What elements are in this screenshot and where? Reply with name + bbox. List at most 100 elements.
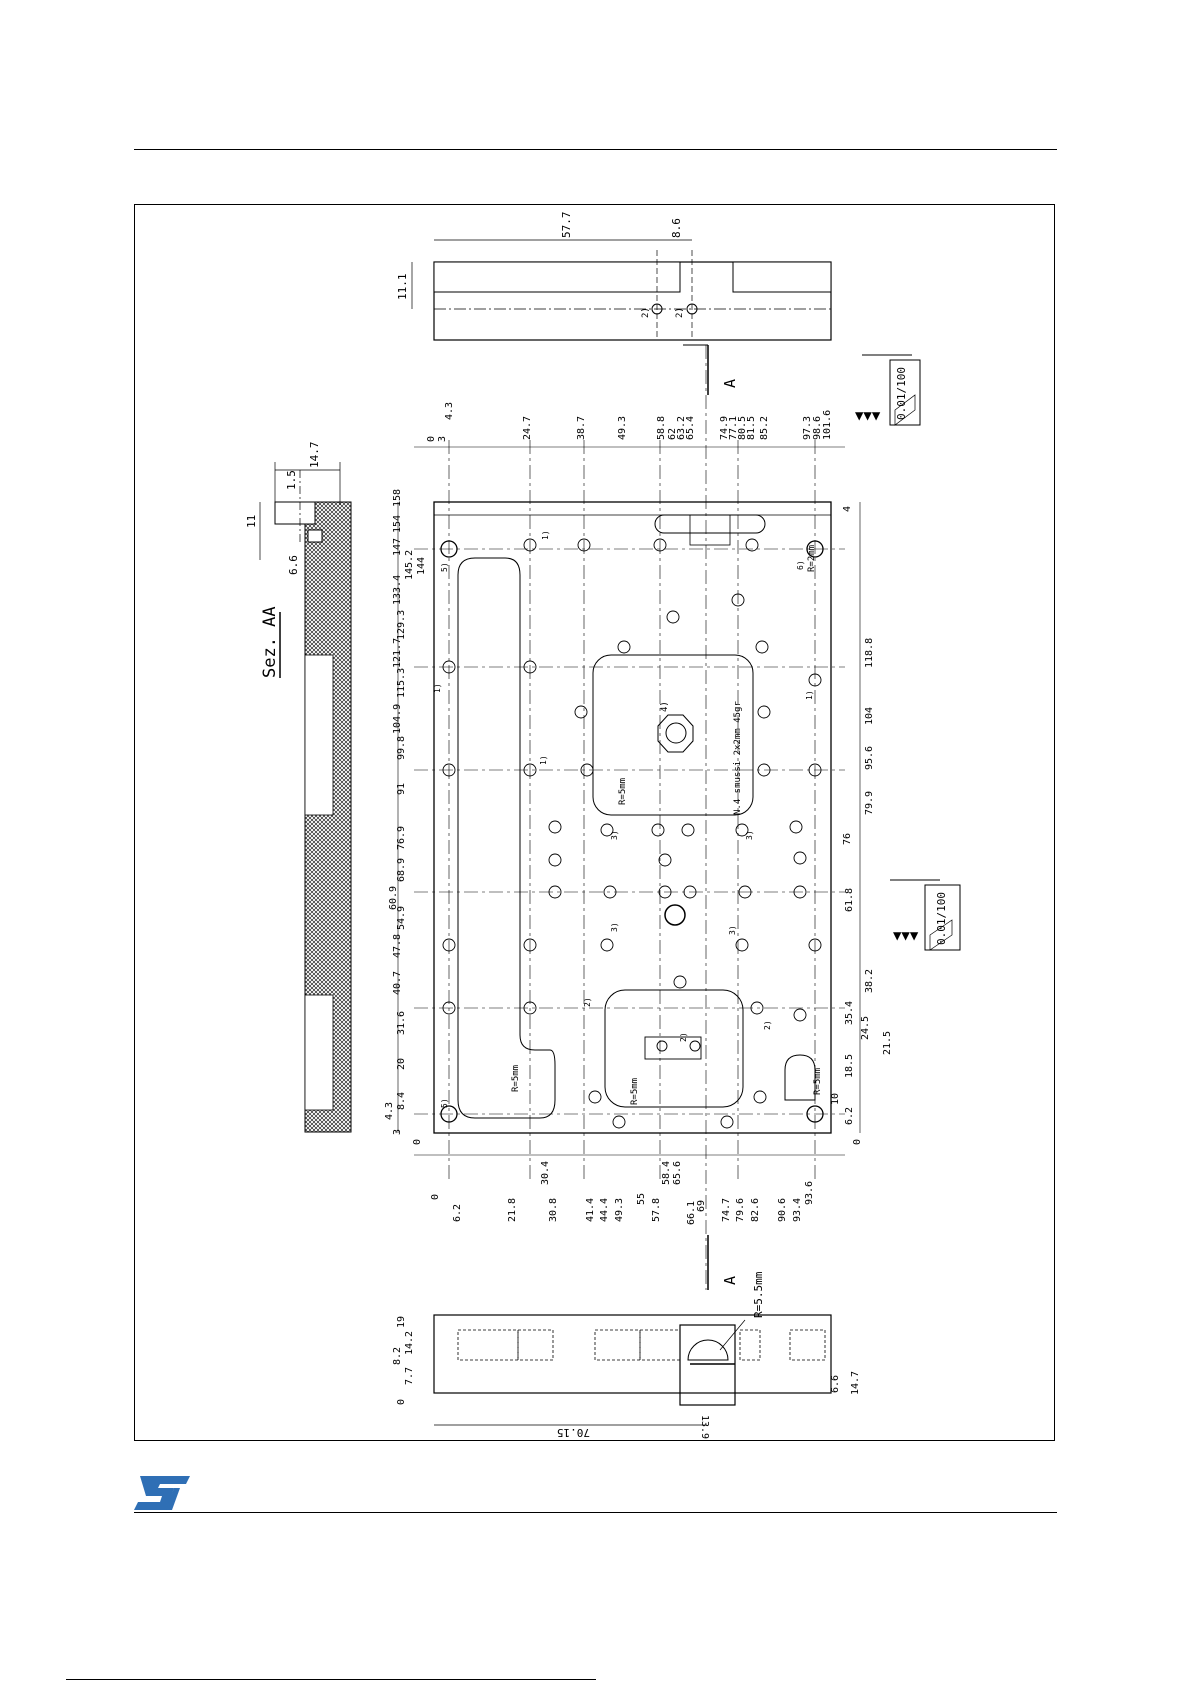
hole-label-2: 2) bbox=[583, 997, 592, 1007]
left-dim: 60.9 bbox=[388, 886, 399, 910]
right-dim: 79.9 bbox=[864, 791, 875, 815]
hole-label-2: 2) bbox=[763, 1020, 772, 1030]
dim-end-groove: 13.9 bbox=[699, 1415, 710, 1439]
radius-corner-label: R=2mm bbox=[807, 545, 817, 572]
plate-outline bbox=[433, 501, 832, 1134]
right-dim: 76 bbox=[842, 833, 853, 845]
right-dim: 104 bbox=[864, 707, 875, 725]
dim-end-length: 70.15 bbox=[557, 1426, 590, 1439]
dim-end-h4: 7.7 bbox=[404, 1367, 415, 1385]
right-dim: 18.5 bbox=[844, 1054, 855, 1078]
right-dim: 0 bbox=[852, 1139, 863, 1145]
left-dim: 121.7 bbox=[392, 638, 403, 668]
bottom-ordinate-dims: 0 6.2 21.8 30.4 30.8 41.4 44.4 49.3 55 5… bbox=[414, 1154, 845, 1225]
center-pocket bbox=[592, 654, 754, 816]
dim-end-h3: 8.2 bbox=[392, 1347, 403, 1365]
left-dim: 8.4 bbox=[396, 1092, 407, 1110]
top-dim: 74.9 bbox=[719, 416, 730, 440]
top-dim: 97.3 bbox=[802, 416, 813, 440]
hole-label-3: 3) bbox=[745, 830, 754, 840]
hole-label-1: 1) bbox=[541, 530, 550, 540]
dim-end-h2: 14.2 bbox=[404, 1331, 415, 1355]
dim-end-height: 19 bbox=[396, 1316, 407, 1328]
right-dim: 10 bbox=[830, 1093, 841, 1105]
top-dim: 0 bbox=[426, 436, 437, 442]
left-dim: 154 bbox=[392, 515, 403, 533]
section-markers: A A bbox=[683, 344, 739, 1290]
hole-label-1: 1) bbox=[805, 690, 814, 700]
bottom-dim: 93.6 bbox=[804, 1181, 815, 1205]
dim-section-step: 1.5 bbox=[285, 470, 298, 490]
bottom-dim: 79.6 bbox=[735, 1198, 746, 1222]
right-dim: 118.8 bbox=[864, 638, 875, 668]
left-dim: 54.9 bbox=[396, 906, 407, 930]
top-dim: 49.3 bbox=[617, 416, 628, 440]
bottom-dim: 49.3 bbox=[614, 1198, 625, 1222]
bottom-dim: 69 bbox=[696, 1200, 707, 1212]
right-dim: 21.5 bbox=[882, 1031, 893, 1055]
hole-label-1: 1) bbox=[539, 755, 548, 765]
right-dim: 24.5 bbox=[860, 1016, 871, 1040]
hole-label-5: 5) bbox=[440, 562, 449, 572]
top-dim: 63.2 bbox=[676, 416, 687, 440]
bottom-dim: 41.4 bbox=[585, 1198, 596, 1222]
left-dim: 4.3 bbox=[384, 1102, 395, 1120]
bottom-dim: 66.1 bbox=[686, 1201, 697, 1225]
bottom-dim: 74.7 bbox=[721, 1198, 732, 1222]
hole-label-3: 3) bbox=[610, 922, 619, 932]
left-dim: 104.9 bbox=[392, 704, 403, 734]
section-marker-bottom: A bbox=[721, 1276, 739, 1285]
end-view-bottom: R=5.5mm 70.15 19 14.2 8.2 7.7 0 14.7 6.6… bbox=[392, 1271, 861, 1439]
right-dim: 4 bbox=[842, 506, 853, 512]
left-dim: 147 bbox=[392, 538, 403, 556]
right-dim: 6.2 bbox=[844, 1107, 855, 1125]
top-dim: 65.4 bbox=[685, 416, 696, 440]
dim-side-length: 57.7 bbox=[560, 212, 573, 239]
right-ordinate-dims: 4 118.8 104 95.6 79.9 76 61.8 38.2 35.4 … bbox=[830, 502, 893, 1145]
dim-section-height: 11 bbox=[245, 515, 258, 528]
flatness-symbol-2: ▼▼▼ 0.01/100 bbox=[890, 879, 961, 951]
top-dim: 4.3 bbox=[444, 402, 455, 420]
svg-text:▼▼▼: ▼▼▼ bbox=[893, 928, 919, 944]
radius-groove-label: R=5.5mm bbox=[752, 1271, 765, 1318]
flatness-value-2: 0.01/100 bbox=[935, 892, 948, 945]
right-dim: 38.2 bbox=[864, 969, 875, 993]
right-dim: 95.6 bbox=[864, 746, 875, 770]
left-dim: 40.7 bbox=[392, 971, 403, 995]
header-rule bbox=[134, 149, 1057, 150]
dim-side-slot: 8.6 bbox=[670, 218, 683, 238]
top-dim: 98.6 bbox=[812, 416, 823, 440]
hole-label-2: 2) bbox=[679, 1032, 688, 1042]
left-dim: 68.9 bbox=[396, 858, 407, 882]
lower-pocket bbox=[604, 989, 744, 1108]
left-dim: 47.8 bbox=[392, 934, 403, 958]
drawing-frame bbox=[134, 204, 1055, 1441]
holes bbox=[440, 538, 824, 1129]
top-dim: 85.2 bbox=[759, 416, 770, 440]
bottom-dim: 65.6 bbox=[672, 1161, 683, 1185]
left-dim: 144 bbox=[416, 557, 427, 575]
top-ordinate-dims: 0 3 4.3 24.7 38.7 49.3 58.8 62 63.2 65.4… bbox=[414, 402, 845, 448]
bottom-dim: 0 bbox=[430, 1194, 441, 1200]
dim-end-width: 14.7 bbox=[850, 1371, 861, 1395]
bottom-dim: 6.2 bbox=[452, 1204, 463, 1222]
top-dim: 81.5 bbox=[746, 416, 757, 440]
top-dim: 3 bbox=[437, 436, 448, 442]
left-ordinate-dims: 158 154 147 145.2 144 133.4 129.3 121.7 … bbox=[384, 489, 427, 1145]
top-dim: 38.7 bbox=[576, 416, 587, 440]
right-dim: 61.8 bbox=[844, 888, 855, 912]
top-dim: 101.6 bbox=[822, 410, 833, 440]
footer-rule bbox=[134, 1512, 1057, 1513]
dim-section-depth: 6.6 bbox=[287, 555, 300, 575]
left-dim: 76.9 bbox=[396, 826, 407, 850]
hole-label-3: 3) bbox=[610, 830, 619, 840]
hole-label-4: 4) bbox=[660, 701, 670, 712]
center-hole-octagon bbox=[657, 714, 694, 753]
svg-text:▼▼▼: ▼▼▼ bbox=[855, 408, 881, 424]
left-dim: 129.3 bbox=[396, 610, 407, 640]
left-dim: 0 bbox=[412, 1139, 423, 1145]
page-bottom-rule bbox=[66, 1679, 596, 1680]
dim-end-depth: 6.6 bbox=[830, 1375, 841, 1393]
left-dim: 99.8 bbox=[396, 736, 407, 760]
